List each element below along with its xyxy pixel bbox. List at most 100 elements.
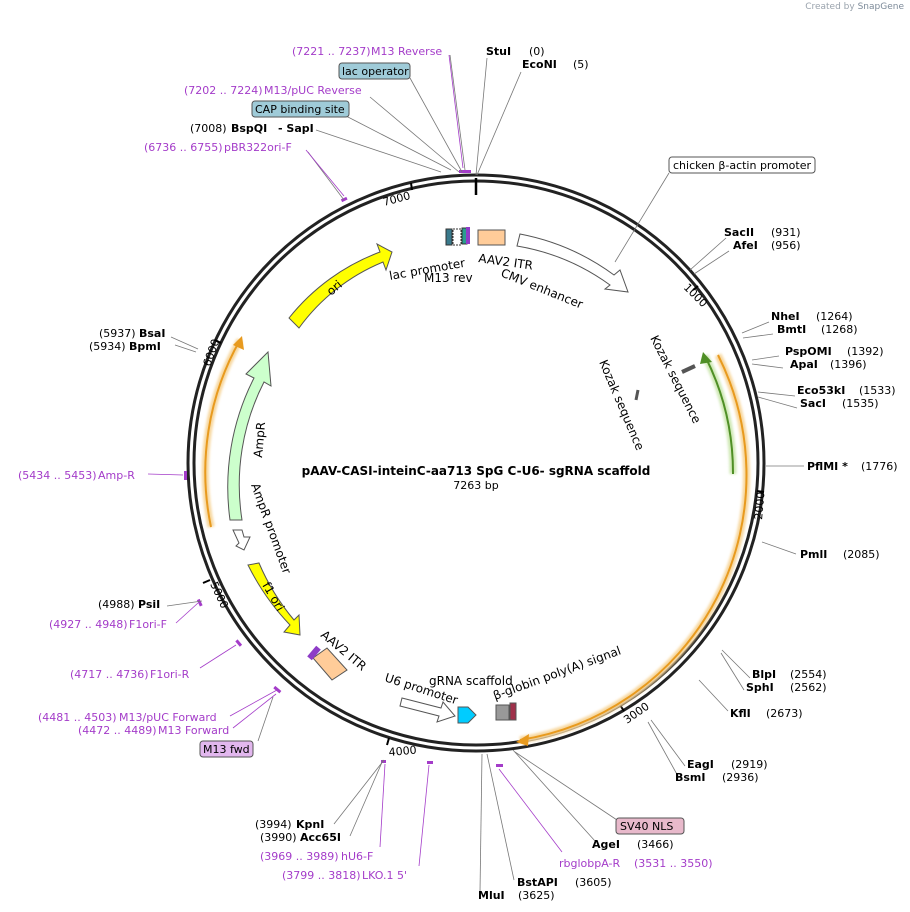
primer-m13-reverse: M13 Reverse [371, 45, 442, 58]
tick-2000: 2000 [752, 491, 767, 520]
plasmid-name: pAAV-CASI-inteinC-aa713 SpG C-U6- sgRNA … [302, 464, 651, 478]
primer-m13puc-reverse: M13/pUC Reverse [264, 84, 362, 97]
enzyme-mlui-pos: (3625) [518, 889, 555, 902]
tick-marks [202, 182, 765, 746]
enzyme-bmti: BmtI [777, 323, 806, 336]
primer-m13-forward-range: (4472 .. 4489) [78, 724, 157, 737]
enzyme-stui: StuI [486, 45, 511, 58]
primer-f1ori-r-range: (4717 .. 4736) [70, 668, 149, 681]
backbone-outer [186, 173, 766, 753]
enzyme-bpmi: BpmI [129, 340, 161, 353]
primer-f1ori-r: F1ori-R [150, 668, 190, 681]
kozak1-feature[interactable] [681, 364, 696, 374]
lac-promoter-feature[interactable] [452, 228, 462, 246]
primer-labels: (7221 .. 7237) M13 Reverse (7202 .. 7224… [18, 45, 713, 882]
tick-6000: 6000 [201, 337, 223, 368]
enzyme-agei: AgeI [592, 838, 620, 851]
aav2-itr-top-feature[interactable] [477, 229, 506, 246]
primer-m13-reverse-range: (7221 .. 7237) [292, 45, 371, 58]
primer-lko: LKO.1 5' [362, 869, 407, 882]
tick-4000: 4000 [388, 744, 417, 759]
enzyme-sacii: SacII [724, 226, 754, 239]
snapgene-credit: Created by SnapGene [805, 2, 904, 12]
u6-promoter-feature[interactable] [399, 697, 456, 723]
enzyme-blpi-pos: (2554) [790, 668, 827, 681]
enzyme-bspqi-pos: (7008) [190, 122, 227, 135]
ori-feature[interactable] [288, 242, 393, 329]
enzyme-agei-pos: (3466) [637, 838, 674, 851]
plasmid-length: 7263 bp [453, 479, 498, 492]
enzyme-psii-pos: (4988) [98, 598, 135, 611]
enzyme-acc65i-pos: (3990) [260, 831, 297, 844]
enzyme-stui-pos: (0) [529, 45, 545, 58]
primer-pbr322ori-range: (6736 .. 6755) [144, 141, 223, 154]
enzyme-econi-pos: (5) [573, 58, 589, 71]
enzyme-kpni-pos: (3994) [255, 818, 292, 831]
credit-prefix: Created by [805, 2, 855, 12]
m13-fwd-callout: M13 fwd [203, 743, 250, 756]
ampr-label: AmpR [251, 421, 268, 458]
enzyme-eco53ki-pos: (1533) [859, 384, 896, 397]
enzyme-saci: SacI [800, 397, 826, 410]
tick-7000: 7000 [381, 189, 411, 209]
enzyme-pmli: PmlI [800, 548, 827, 561]
cap-site-feature[interactable] [445, 228, 453, 246]
enzyme-sphi-pos: (2562) [790, 681, 827, 694]
enzyme-blpi: BlpI [752, 668, 776, 681]
f1-ori-feature[interactable] [247, 562, 301, 636]
ampr-promoter-label: AmpR promoter [248, 481, 294, 575]
enzyme-eagi: EagI [687, 758, 714, 771]
enzyme-pmli-pos: (2085) [843, 548, 880, 561]
bglobin-feature[interactable] [495, 704, 510, 721]
primer-m13puc-reverse-range: (7202 .. 7224) [184, 84, 263, 97]
enzyme-apai-pos: (1396) [830, 358, 867, 371]
enzyme-sacii-pos: (931) [771, 226, 801, 239]
grna-scaffold-feature[interactable] [457, 706, 477, 724]
primer-ampr-range: (5434 .. 5453) [18, 469, 97, 482]
enzyme-afei-pos: (956) [771, 239, 801, 252]
primer-f1ori-f: F1ori-F [129, 618, 167, 631]
cmv-enhancer-feature[interactable] [516, 233, 629, 293]
primer-rbglobpa-r: rbglobpA-R [559, 857, 620, 870]
m13-rev-feature[interactable] [466, 227, 470, 244]
enzyme-kpni: KpnI [296, 818, 324, 831]
primer-hu6-f: hU6-F [341, 850, 373, 863]
ampr-feature[interactable] [227, 350, 272, 521]
aav2-itr-left-marker [307, 645, 321, 661]
primer-leader-lines [147, 54, 563, 867]
enzyme-econi: EcoNI [522, 58, 557, 71]
boxed-callouts: lac operator CAP binding site chicken β-… [199, 62, 816, 835]
sv40-nls-feature[interactable] [509, 702, 517, 721]
enzyme-bpmi-pos: (5934) [89, 340, 126, 353]
cmv-enhancer-label: CMV enhancer [499, 266, 585, 312]
enzyme-kfli-pos: (2673) [766, 707, 803, 720]
tick-1000: 1000 [681, 281, 710, 310]
primer-marks [184, 170, 503, 767]
enzyme-nhei-pos: (1264) [816, 310, 853, 323]
enzyme-bsmi: BsmI [675, 771, 706, 784]
enzyme-bmti-pos: (1268) [821, 323, 858, 336]
enzyme-labels: StuI (0) EcoNI (5) SacII (931) AfeI (956… [89, 45, 898, 902]
enzyme-pspomi: PspOMI [785, 345, 832, 358]
enzyme-pspomi-pos: (1392) [847, 345, 884, 358]
primer-m13puc-forward-range: (4481 .. 4503) [38, 711, 117, 724]
f1-ori-label: f1 ori [259, 580, 287, 614]
sv40-nls-callout: SV40 NLS [620, 820, 673, 833]
aav2-itr-left-feature[interactable] [312, 647, 348, 681]
lac-operator-callout: lac operator [342, 65, 409, 78]
enzyme-bsai-pos: (5937) [99, 327, 136, 340]
enzyme-nhei: NheI [771, 310, 800, 323]
snapgene-logo-text: SnapGene [857, 2, 904, 12]
leader-lines [166, 54, 804, 893]
enzyme-sphi: SphI [746, 681, 774, 694]
chicken-promoter-callout: chicken β-actin promoter [673, 159, 811, 172]
primer-m13-forward: M13 Forward [158, 724, 229, 737]
kozak2-feature[interactable] [634, 389, 640, 401]
ampr-promoter-feature[interactable] [232, 529, 251, 551]
enzyme-bstapi-pos: (3605) [575, 876, 612, 889]
enzyme-eco53ki: Eco53kI [797, 384, 845, 397]
enzyme-eagi-pos: (2919) [731, 758, 768, 771]
m13-rev-label: M13 rev [424, 271, 473, 285]
orf-arcs [201, 336, 750, 746]
